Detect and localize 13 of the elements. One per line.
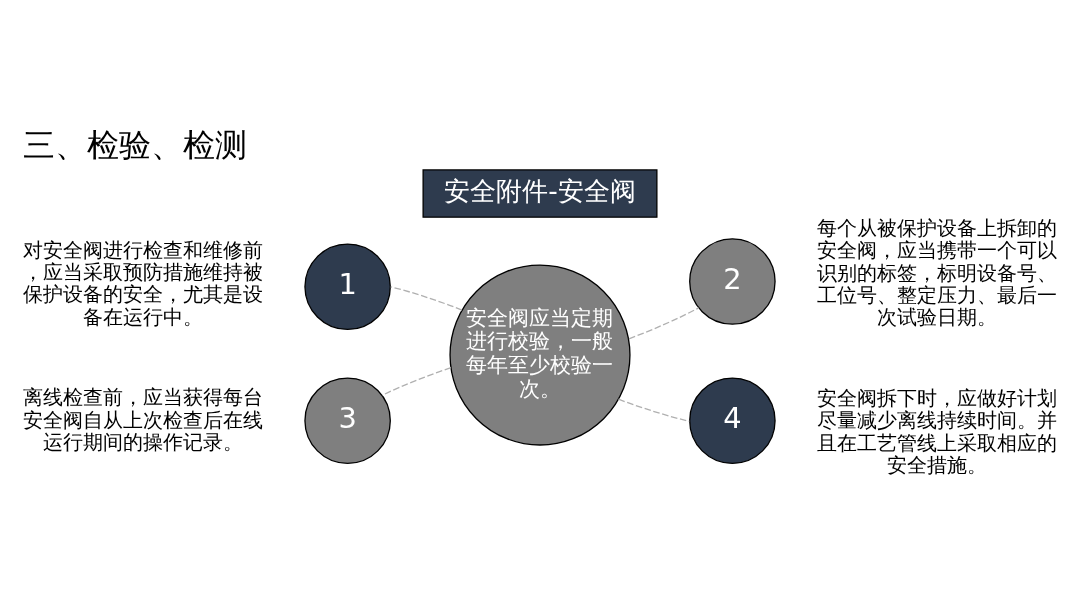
- connector: [389, 285, 463, 311]
- node-circle: 安全阀应当定期进行校验，一般每年至少校验一次。: [449, 263, 631, 446]
- node-label: 每个从被保护设备上拆卸的安全阀，应当携带一个可以识别的标签，标明设备号、工位号、整定压力、最后一次试验日期。: [817, 216, 1058, 329]
- diagram-title: 三、检验、检测: [22, 126, 247, 163]
- connector: [628, 306, 700, 339]
- node-circle: 2: [689, 237, 776, 325]
- node-circle: 1: [304, 242, 391, 330]
- node-label: 离线检查前，应当获得每台安全阀自从上次检查后在线运行期间的操作记录。: [22, 385, 263, 454]
- node-label: 安全阀拆下时，应做好计划尽量减少离线持续时间。并且在工艺管线上采取相应的安全措施。: [817, 386, 1058, 477]
- node-box: 安全附件-安全阀: [422, 168, 658, 218]
- node-circle: 3: [304, 376, 391, 464]
- node-label: 对安全阀进行检查和维修前，应当采取预防措施维持被保护设备的安全，尤其是设备在运行中。: [22, 238, 263, 329]
- node-circle: 4: [689, 376, 776, 464]
